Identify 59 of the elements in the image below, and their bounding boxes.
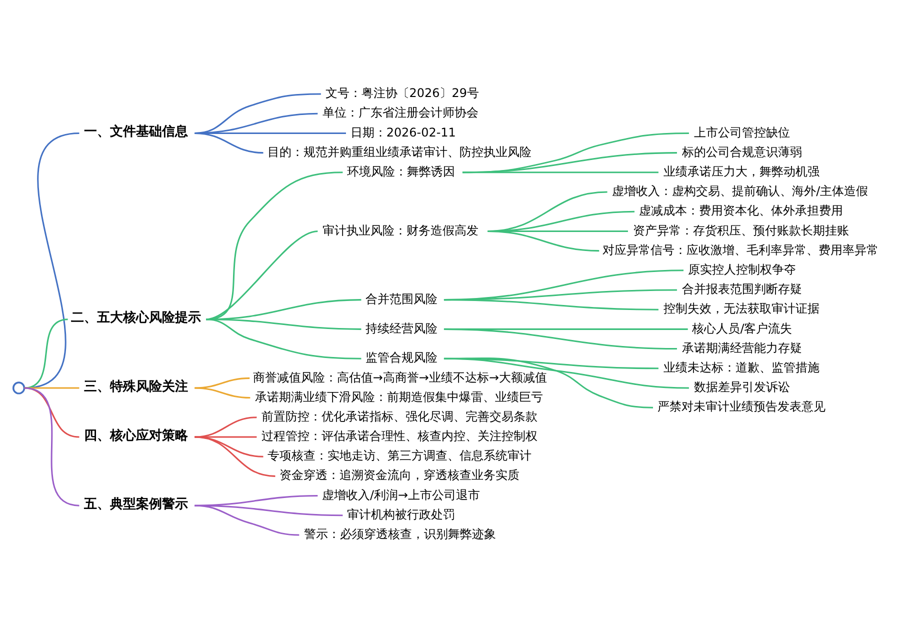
node-text: 持续经营风险: [365, 321, 438, 336]
connector: [443, 358, 653, 408]
node-circle: [12, 382, 25, 394]
node-text: 控制失效，无法获取审计证据: [662, 302, 819, 316]
node-text: 对应异常信号：应收激增、毛利率异常、费用率异常: [602, 242, 878, 257]
node-text: 业绩未达标：道歉、监管措施: [662, 360, 819, 374]
connector: [194, 416, 256, 438]
connector: [194, 377, 250, 389]
node-text: 日期：2026-02-11: [350, 125, 456, 140]
node-text: 商誉减值风险：高估值→高商誉→业绩不达标→大额减值: [252, 370, 546, 384]
node-text: 上市公司管控缺位: [693, 125, 790, 140]
node-text: 审计执业风险：财务造假高发: [322, 223, 478, 238]
connector: [462, 132, 688, 174]
node-text: 标的公司合规意识薄弱: [681, 144, 802, 159]
connector: [443, 299, 658, 310]
node-text: 原实控人控制权争夺: [687, 262, 796, 276]
node-text: 监管合规风险: [365, 350, 438, 365]
node-text: 合并范围风险: [365, 292, 438, 306]
node-text: 虚增收入/利润→上市公司退市: [322, 488, 480, 502]
node-text: 业绩承诺压力大，舞弊动机强: [662, 164, 819, 178]
node-text: 五、典型案例警示: [84, 496, 188, 512]
connector: [194, 436, 256, 438]
node-text: 环境风险：舞弊诱因: [346, 164, 455, 178]
node-text: 严禁对未审计业绩预告发表意见: [656, 400, 825, 414]
connector: [206, 318, 361, 360]
node-text: 虚减成本：费用资本化、体外承担费用: [638, 204, 842, 218]
connector: [462, 172, 658, 174]
connector: [443, 328, 676, 350]
connector: [194, 132, 263, 154]
node-text: 二、五大核心风险提示: [70, 310, 201, 326]
node-text: 专项核查：实地走访、第三方调查、信息系统审计: [267, 448, 532, 463]
connector: [194, 387, 250, 399]
node-text: 过程管控：评估承诺合理性、核查内控、关注控制权: [261, 429, 538, 444]
connector: [194, 504, 299, 536]
connector: [487, 230, 599, 252]
node-text: 前置防控：优化承诺指标、强化尽调、完善交易条款: [261, 409, 538, 424]
node-text: 资产异常：存货积压、预付账款长期挂账: [632, 223, 848, 238]
connector: [24, 387, 79, 438]
node-text: 合并报表范围判断存疑: [681, 282, 802, 296]
node-text: 一、文件基础信息: [84, 124, 188, 140]
connector: [24, 387, 79, 506]
connector: [194, 436, 263, 458]
node-text: 数据差异引发诉讼: [693, 380, 790, 394]
node-text: 三、特殊风险关注: [84, 379, 188, 394]
node-text: 警示：必须穿透核查，识别舞弊迹象: [304, 527, 496, 542]
node-text: 文号：粤注协〔2026〕29号: [324, 86, 478, 100]
connector: [24, 387, 79, 389]
connector: [462, 152, 676, 174]
connector: [194, 436, 275, 477]
node-text: 目的：规范并购重组业绩承诺审计、防控执业风险: [267, 144, 532, 159]
node-text: 单位：广东省注册会计师协会: [322, 106, 478, 120]
node-text: 资金穿透：追溯资金流向，穿透核查业务实质: [279, 468, 520, 482]
connector: [24, 132, 79, 389]
node-text: 审计机构被行政处罚: [346, 507, 455, 522]
node-text: 承诺期满经营能力存疑: [681, 340, 802, 355]
node-text: 核心人员/客户流失: [692, 321, 792, 336]
node-text: 承诺期满业绩下滑风险：前期造假集中爆雷、业绩巨亏: [254, 390, 543, 404]
node-text: 虚增收入：虚构交易、提前确认、海外/主体造假: [612, 184, 868, 198]
node-text: 四、核心应对策略: [84, 428, 188, 444]
